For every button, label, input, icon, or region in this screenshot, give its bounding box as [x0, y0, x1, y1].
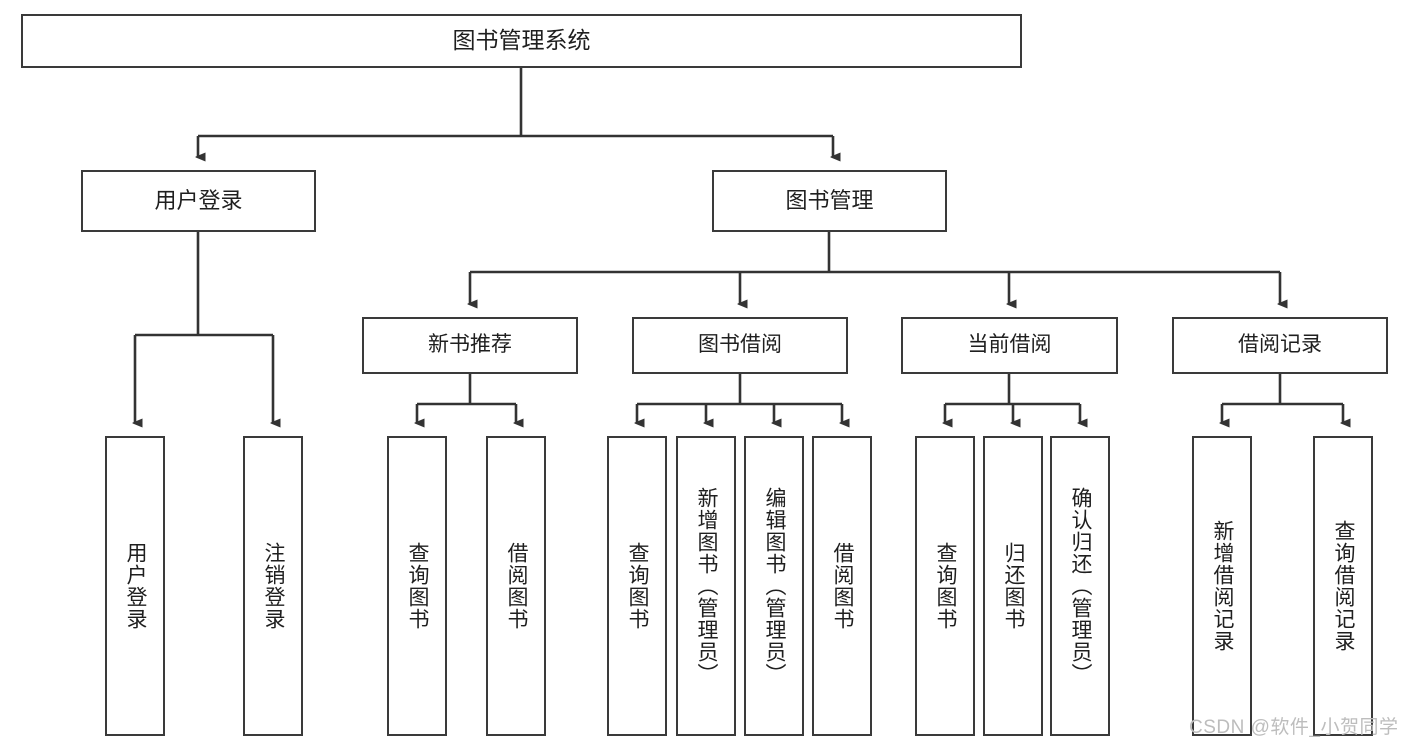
node-new-book-rec-label: 新书推荐	[428, 333, 512, 357]
node-leaf-borrow-book[interactable]: 借阅图书	[812, 436, 872, 736]
node-borrow-record-label: 借阅记录	[1238, 333, 1322, 357]
node-leaf-query-book-cur[interactable]: 查询图书	[915, 436, 975, 736]
node-book-borrow[interactable]: 图书借阅	[632, 317, 848, 374]
node-leaf-user-logout-label: 注销登录	[262, 542, 286, 630]
watermark: CSDN @软件_小贺同学	[1189, 717, 1399, 738]
node-leaf-user-login-label: 用户登录	[124, 542, 148, 630]
node-leaf-return-book-label: 归还图书	[1002, 542, 1026, 630]
node-root-label: 图书管理系统	[452, 27, 591, 54]
node-current-borrow-label: 当前借阅	[967, 333, 1052, 357]
node-leaf-query-book-rec-label: 查询图书	[406, 542, 430, 630]
node-leaf-query-book-rec[interactable]: 查询图书	[387, 436, 447, 736]
node-leaf-query-book-borrow[interactable]: 查询图书	[607, 436, 667, 736]
node-leaf-confirm-return[interactable]: 确认归还（管理员）	[1050, 436, 1110, 736]
node-leaf-query-book-borrow-label: 查询图书	[626, 542, 650, 630]
node-leaf-add-book[interactable]: 新增图书（管理员）	[676, 436, 736, 736]
node-current-borrow[interactable]: 当前借阅	[901, 317, 1118, 374]
node-leaf-borrow-book-rec[interactable]: 借阅图书	[486, 436, 546, 736]
node-user-login[interactable]: 用户登录	[81, 170, 316, 232]
node-leaf-add-book-label: 新增图书（管理员）	[695, 487, 719, 685]
node-root[interactable]: 图书管理系统	[21, 14, 1022, 68]
node-leaf-edit-book-label: 编辑图书（管理员）	[763, 487, 787, 685]
node-book-manage-label: 图书管理	[785, 188, 874, 214]
node-leaf-borrow-book-label: 借阅图书	[831, 542, 855, 630]
node-leaf-borrow-book-rec-label: 借阅图书	[505, 542, 529, 630]
node-leaf-user-login[interactable]: 用户登录	[105, 436, 165, 736]
node-leaf-return-book[interactable]: 归还图书	[983, 436, 1043, 736]
node-new-book-rec[interactable]: 新书推荐	[362, 317, 578, 374]
node-user-login-label: 用户登录	[154, 188, 243, 214]
node-leaf-add-record[interactable]: 新增借阅记录	[1192, 436, 1252, 736]
node-leaf-query-record-label: 查询借阅记录	[1332, 520, 1356, 652]
node-leaf-add-record-label: 新增借阅记录	[1211, 520, 1235, 652]
node-book-manage[interactable]: 图书管理	[712, 170, 947, 232]
node-leaf-query-book-cur-label: 查询图书	[934, 542, 958, 630]
node-leaf-user-logout[interactable]: 注销登录	[243, 436, 303, 736]
node-leaf-confirm-return-label: 确认归还（管理员）	[1069, 487, 1093, 685]
node-borrow-record[interactable]: 借阅记录	[1172, 317, 1388, 374]
node-leaf-edit-book[interactable]: 编辑图书（管理员）	[744, 436, 804, 736]
node-leaf-query-record[interactable]: 查询借阅记录	[1313, 436, 1373, 736]
node-book-borrow-label: 图书借阅	[698, 333, 782, 357]
